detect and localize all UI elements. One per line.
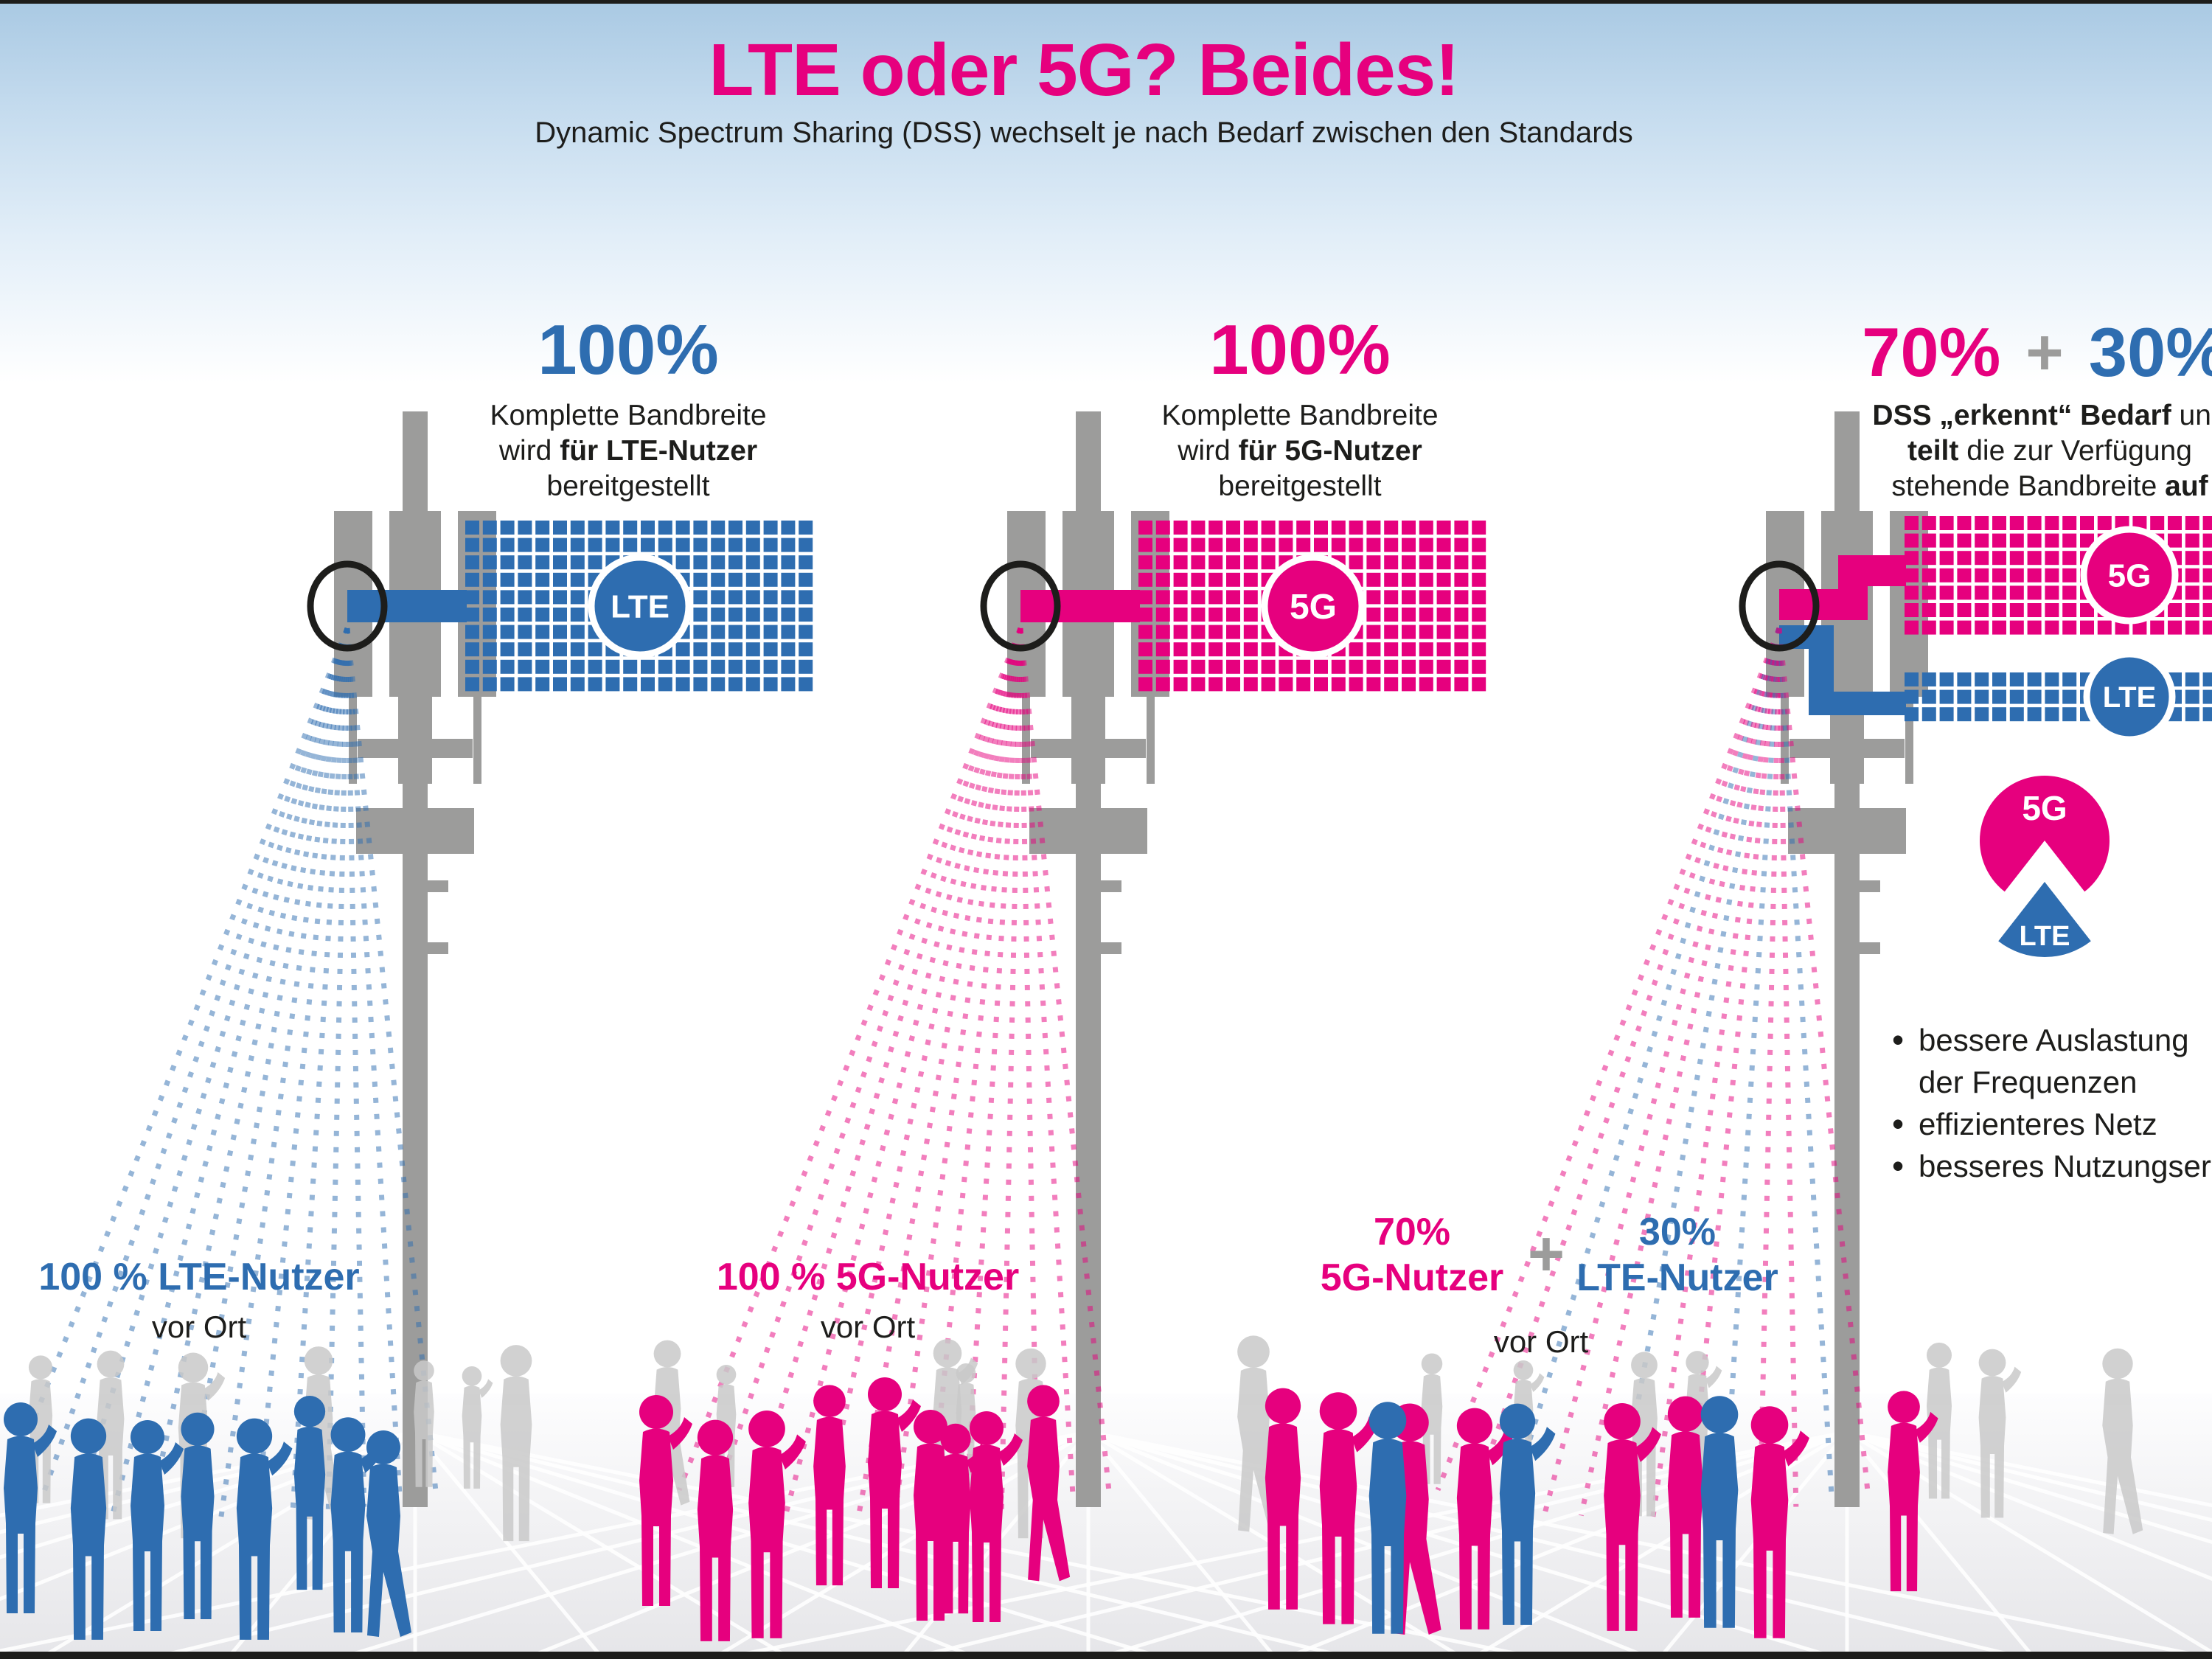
sky-background	[0, 0, 2212, 383]
pie-label-5g: 5G	[2022, 789, 2067, 827]
crowd-location: vor Ort	[151, 1310, 247, 1344]
benefit-item: bessere Auslastung der Frequenzen	[1892, 1019, 2212, 1103]
crowd-pct-5g: 70%	[1373, 1211, 1451, 1253]
dss-share-icon: 5G LTE	[1980, 775, 2110, 958]
benefit-item: effizienteres Netz	[1892, 1103, 2212, 1145]
crowd-location: vor Ort	[1493, 1324, 1589, 1359]
tower3-percent-5g: 70%	[1862, 313, 2001, 391]
page-subtitle: Dynamic Spectrum Sharing (DSS) wechselt …	[535, 116, 1633, 149]
plus-icon: +	[1527, 1219, 1565, 1290]
bandwidth-grid-dss-5g: 5G	[1905, 516, 2212, 635]
5g-feed-bar	[1020, 590, 1140, 622]
description-line: Komplette Bandbreite	[1161, 400, 1439, 431]
grid-label: 5G	[2108, 557, 2152, 594]
bandwidth-grid-dss-lte: LTE	[1905, 650, 2212, 743]
crowd-name-lte: LTE-Nutzer	[1576, 1256, 1778, 1299]
description-line: stehende Bandbreite auf	[1891, 470, 2208, 502]
crowd-location: vor Ort	[820, 1310, 916, 1344]
description-line: teilt die zur Verfügung	[1907, 435, 2192, 467]
signal-beam-fan	[1435, 627, 1871, 1520]
crowd-pct-lte: 30%	[1638, 1211, 1717, 1253]
page-title: LTE oder 5G? Beides!	[709, 29, 1459, 111]
bottom-border	[0, 1652, 2212, 1659]
beam-source-circle	[307, 560, 388, 652]
description-line: wird für 5G-Nutzer	[1178, 435, 1422, 467]
plus-icon: +	[2025, 316, 2064, 389]
description-line: bereitgestellt	[546, 470, 710, 502]
grid-label: LTE	[2103, 681, 2157, 714]
description-line: Komplette Bandbreite	[490, 400, 767, 431]
bandwidth-grid-lte: LTE	[465, 521, 813, 692]
signal-beam-fan	[676, 627, 1112, 1520]
crowd-name-5g: 5G-Nutzer	[1320, 1256, 1504, 1299]
tower1-crowd-label: 100 % LTE-Nutzer vor Ort	[37, 1255, 361, 1345]
lte-feed-bar	[347, 590, 467, 622]
beam-source-circle	[1739, 560, 1820, 652]
beam-source-circle	[980, 560, 1061, 652]
description-line: DSS „erkennt“ Bedarf und	[1872, 400, 2212, 431]
dss-benefits-list: bessere Auslastung der Frequenzeneffizie…	[1892, 1019, 2212, 1187]
benefit-item: besseres Nutzungserlebnis	[1892, 1145, 2212, 1187]
tower3-crowd-lte: 30% LTE-Nutzer	[1552, 1209, 1803, 1301]
tower2-percent: 100%	[1209, 310, 1391, 389]
grid-label: 5G	[1290, 588, 1337, 627]
crowd-count-5g: 100 % 5G-Nutzer	[716, 1256, 1020, 1298]
tower3-description: DSS „erkennt“ Bedarf und teilt die zur Ve…	[1770, 398, 2212, 504]
description-line: bereitgestellt	[1218, 470, 1382, 502]
tower1-percent: 100%	[538, 310, 719, 389]
grid-label: LTE	[611, 588, 669, 625]
crowd-count-lte: 100 % LTE-Nutzer	[38, 1256, 360, 1298]
tower3-percent: 70% + 30%	[1764, 313, 2212, 392]
description-line: wird für LTE-Nutzer	[498, 435, 758, 467]
top-border	[0, 0, 2212, 4]
pie-label-lte: LTE	[2020, 921, 2070, 952]
tower3-crowd-5g: 70% 5G-Nutzer	[1287, 1209, 1537, 1301]
bandwidth-grid-5g: 5G	[1138, 521, 1486, 692]
tower2-crowd-label: 100 % 5G-Nutzer vor Ort	[706, 1255, 1030, 1345]
tower3-percent-lte: 30%	[2088, 313, 2212, 391]
